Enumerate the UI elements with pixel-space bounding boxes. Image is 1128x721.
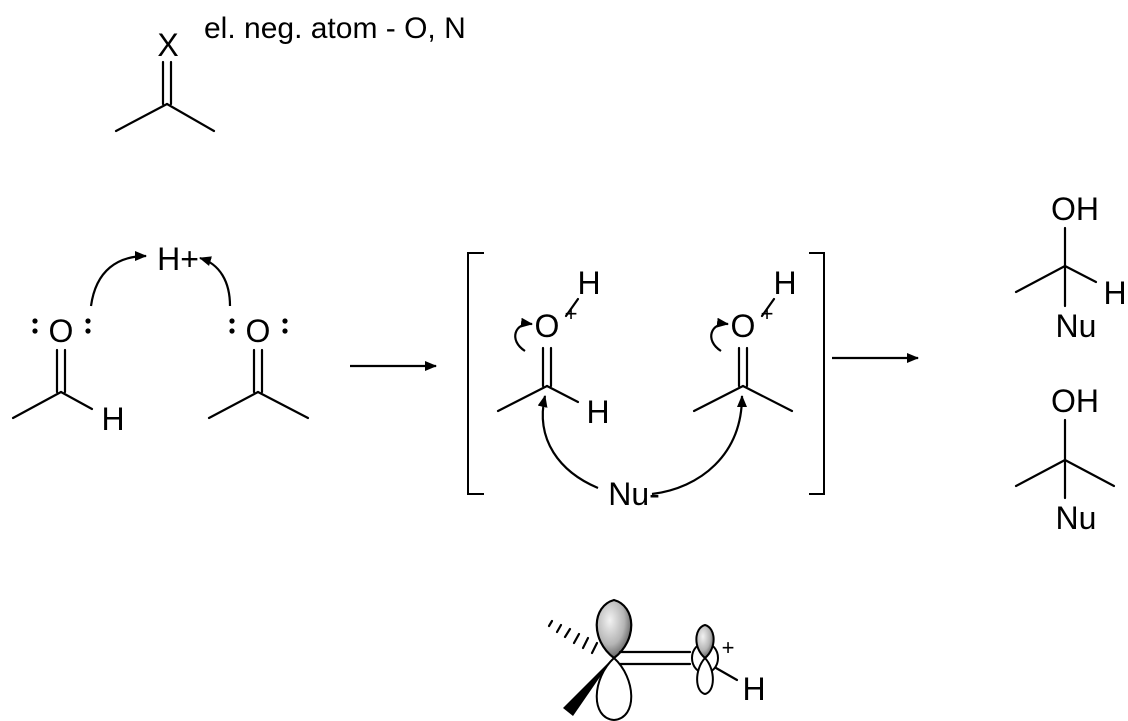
lone-pair-dot: [32, 318, 38, 324]
oxygen-label: O: [246, 313, 271, 349]
electron-push-arrow: [710, 317, 729, 352]
nucleophile-label: Nu-: [608, 476, 660, 512]
electron-push-arrow: [514, 317, 533, 352]
proton-transfer-arrow-right: [199, 256, 232, 307]
protonated-aldehyde: H O + H: [496, 265, 610, 430]
hydrogen-label: H: [586, 394, 609, 430]
nucleophile-label: Nu: [1056, 308, 1097, 344]
bracket-left: [467, 252, 484, 495]
lone-pair-dot: [282, 328, 288, 334]
bond-right: [256, 390, 310, 420]
oxygen-label: O: [49, 313, 74, 349]
oxygen-label: O: [535, 308, 560, 344]
bond-left: [207, 390, 260, 420]
lone-pair-dot: [229, 318, 235, 324]
bond-left: [692, 384, 745, 413]
lone-pair-dot: [85, 318, 91, 324]
bond-left: [1014, 458, 1067, 488]
ketone-molecule: O: [207, 313, 310, 420]
protonated-ketone: H O +: [692, 265, 797, 413]
bond-left: [114, 102, 169, 133]
lone-pair-dot: [85, 328, 91, 334]
oxygen-hydrogen-label: H: [773, 265, 796, 301]
solid-wedge-bond: [563, 658, 613, 716]
bond-o-h: [760, 297, 776, 318]
electronegative-atom-note: el. neg. atom - O, N: [204, 12, 466, 45]
product-2: OH Nu: [1014, 383, 1116, 536]
bond-hydrogen: [59, 390, 94, 411]
proton-label: H+: [157, 241, 199, 277]
positive-charge: +: [722, 635, 735, 660]
hydrogen-label: H: [742, 671, 765, 707]
positive-charge: +: [761, 301, 774, 326]
generic-carbonyl: X: [114, 27, 216, 133]
bond-o-h: [714, 666, 739, 682]
oxygen-p-orbital-lower-lobe: [696, 656, 714, 696]
nucleophile-label: Nu: [1056, 500, 1097, 536]
oxygen-hydrogen-label: H: [577, 265, 600, 301]
lone-pair-dot: [32, 328, 38, 334]
bond-methyl: [11, 390, 63, 420]
hydrogen-label: H: [1103, 275, 1126, 311]
proton-transfer-arrow-left: [89, 251, 147, 307]
nucleophilic-attack-arrow-left: [537, 395, 599, 490]
hydroxyl-label: OH: [1051, 383, 1099, 419]
bond-o-h: [564, 297, 580, 318]
product-1: OH H Nu: [1014, 191, 1127, 344]
bond-right: [165, 102, 216, 133]
bond-hydrogen: [1063, 264, 1098, 284]
bond-right: [1063, 458, 1116, 488]
aldehyde-molecule: O H: [11, 313, 125, 437]
nucleophilic-attack-arrow-right: [651, 395, 747, 496]
bond-methyl: [1014, 264, 1067, 294]
atom-x-label: X: [157, 27, 178, 63]
lone-pair-dot: [229, 328, 235, 334]
bond-methyl: [496, 384, 549, 413]
bracket-right: [809, 252, 825, 495]
p-orbital-diagram: + H: [547, 598, 766, 721]
carbon-p-orbital-lower-lobe: [595, 656, 633, 721]
oxygen-p-orbital-upper-lobe: [695, 623, 715, 660]
hydroxyl-label: OH: [1051, 191, 1099, 227]
bond-hydrogen: [545, 384, 580, 404]
positive-charge: +: [565, 301, 578, 326]
oxygen-label: O: [731, 308, 756, 344]
lone-pair-dot: [282, 318, 288, 324]
oxonium-intermediates: H O + H H O + Nu-: [467, 252, 825, 512]
bond-right: [741, 384, 794, 413]
protonation-step: H+ O H O: [11, 241, 310, 437]
hashed-wedge-bond: [547, 619, 599, 655]
carbon-p-orbital-upper-lobe: [595, 598, 633, 660]
hydrogen-label: H: [101, 401, 124, 437]
